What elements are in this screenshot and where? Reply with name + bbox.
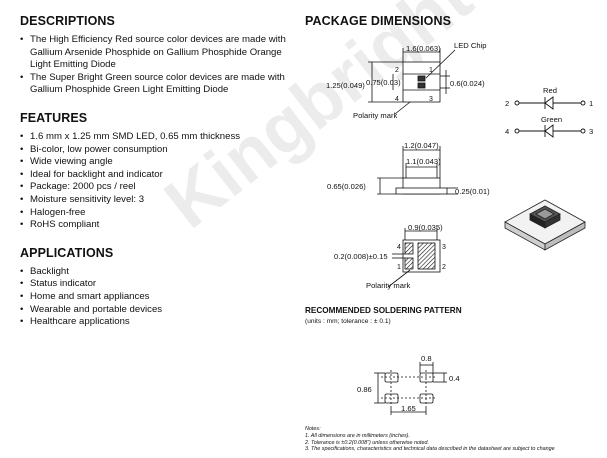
- top-right-label: 0.6(0.024): [450, 79, 485, 88]
- package-dimensions-heading: PACKAGE DIMENSIONS: [305, 14, 452, 28]
- list-item: 1.6 mm x 1.25 mm SMD LED, 0.65 mm thickn…: [20, 131, 290, 144]
- side-height-1: 0.65(0.026): [327, 182, 366, 191]
- list-item: The High Efficiency Red source color dev…: [20, 34, 290, 72]
- solder-dim-bottom: 1.65: [401, 404, 416, 413]
- solder-dim-right: 0.4: [449, 374, 460, 383]
- list-item: Moisture sensitivity level: 3: [20, 194, 290, 207]
- list-item: Ideal for backlight and indicator: [20, 169, 290, 182]
- bottom-pin-label: 1: [397, 264, 401, 271]
- red-label: Red: [543, 86, 557, 95]
- list-item: Package: 2000 pcs / reel: [20, 181, 290, 194]
- side-view-drawing: [377, 146, 458, 195]
- top-pin-label: 2: [395, 67, 399, 74]
- green-label: Green: [541, 115, 562, 124]
- list-item: Bi-color, low power consumption: [20, 144, 290, 157]
- side-height-2: 0.25(0.01): [455, 187, 490, 196]
- applications-list: Backlight Status indicator Home and smar…: [20, 266, 290, 329]
- package-3d-illustration: [504, 199, 586, 251]
- top-pin-label: 3: [429, 96, 433, 103]
- notes: Notes: 1. All dimensions are in millimet…: [305, 426, 555, 453]
- bottom-width-label: 0.9(0.035): [408, 223, 443, 232]
- side-width-1: 1.2(0.047): [404, 141, 439, 150]
- top-height-label: 1.25(0.049): [326, 81, 365, 90]
- note-item: 1. All dimensions are in millimeters (in…: [305, 432, 410, 439]
- bottom-pin-label: 2: [442, 264, 446, 271]
- top-width-label: 1.6(0.063): [406, 44, 441, 53]
- green-diode-symbol: [514, 124, 586, 138]
- top-polarity-label: Polarity mark: [353, 111, 398, 120]
- soldering-pattern-drawing: [374, 362, 447, 415]
- list-item: Wide viewing angle: [20, 156, 290, 169]
- led-chip-label: LED Chip: [454, 41, 487, 50]
- list-item: Status indicator: [20, 278, 290, 291]
- top-pin-label: 1: [429, 67, 433, 74]
- bottom-polarity-label: Polarity mark: [366, 281, 411, 290]
- list-item: Backlight: [20, 266, 290, 279]
- soldering-pattern-title: RECOMMENDED SOLDERING PATTERN: [305, 306, 462, 315]
- features-list: 1.6 mm x 1.25 mm SMD LED, 0.65 mm thickn…: [20, 131, 290, 232]
- top-view-drawing: [368, 48, 456, 115]
- list-item: Healthcare applications: [20, 316, 290, 329]
- red-pin-label: 1: [589, 99, 593, 108]
- solder-dim-left: 0.86: [357, 385, 372, 394]
- solder-dim-top: 0.8: [421, 354, 432, 363]
- left-column: DESCRIPTIONS The High Efficiency Red sou…: [20, 14, 290, 343]
- bottom-pin-label: 4: [397, 244, 401, 251]
- red-diode-symbol: [514, 96, 586, 110]
- green-pin-label: 4: [505, 127, 509, 136]
- top-pin-label: 4: [395, 96, 399, 103]
- bottom-view-drawing: [387, 228, 441, 288]
- red-pin-label: 2: [505, 99, 509, 108]
- descriptions-heading: DESCRIPTIONS: [20, 14, 115, 28]
- note-item: 3. The specifications, characteristics a…: [305, 446, 555, 453]
- bottom-left-label: 0.2(0.008)±0.15: [334, 252, 388, 261]
- applications-heading: APPLICATIONS: [20, 245, 114, 260]
- descriptions-section: DESCRIPTIONS The High Efficiency Red sou…: [20, 14, 290, 97]
- side-width-2: 1.1(0.043): [406, 157, 441, 166]
- features-heading: FEATURES: [20, 110, 88, 125]
- notes-heading: Notes:: [305, 426, 321, 432]
- list-item: RoHS compliant: [20, 219, 290, 232]
- list-item: Wearable and portable devices: [20, 304, 290, 317]
- features-section: FEATURES 1.6 mm x 1.25 mm SMD LED, 0.65 …: [20, 111, 290, 232]
- list-item: Home and smart appliances: [20, 291, 290, 304]
- top-inner-label: 0.75(0.03): [366, 78, 401, 87]
- green-pin-label: 3: [589, 127, 593, 136]
- applications-section: APPLICATIONS Backlight Status indicator …: [20, 246, 290, 329]
- bottom-pin-label: 3: [442, 244, 446, 251]
- note-item: 2. Tolerance is ±0.2(0.008") unless othe…: [305, 439, 429, 446]
- list-item: The Super Bright Green source color devi…: [20, 72, 290, 97]
- list-item: Halogen-free: [20, 207, 290, 220]
- descriptions-list: The High Efficiency Red source color dev…: [20, 34, 290, 97]
- soldering-pattern-subtitle: (units : mm; tolerance : ± 0.1): [305, 318, 391, 325]
